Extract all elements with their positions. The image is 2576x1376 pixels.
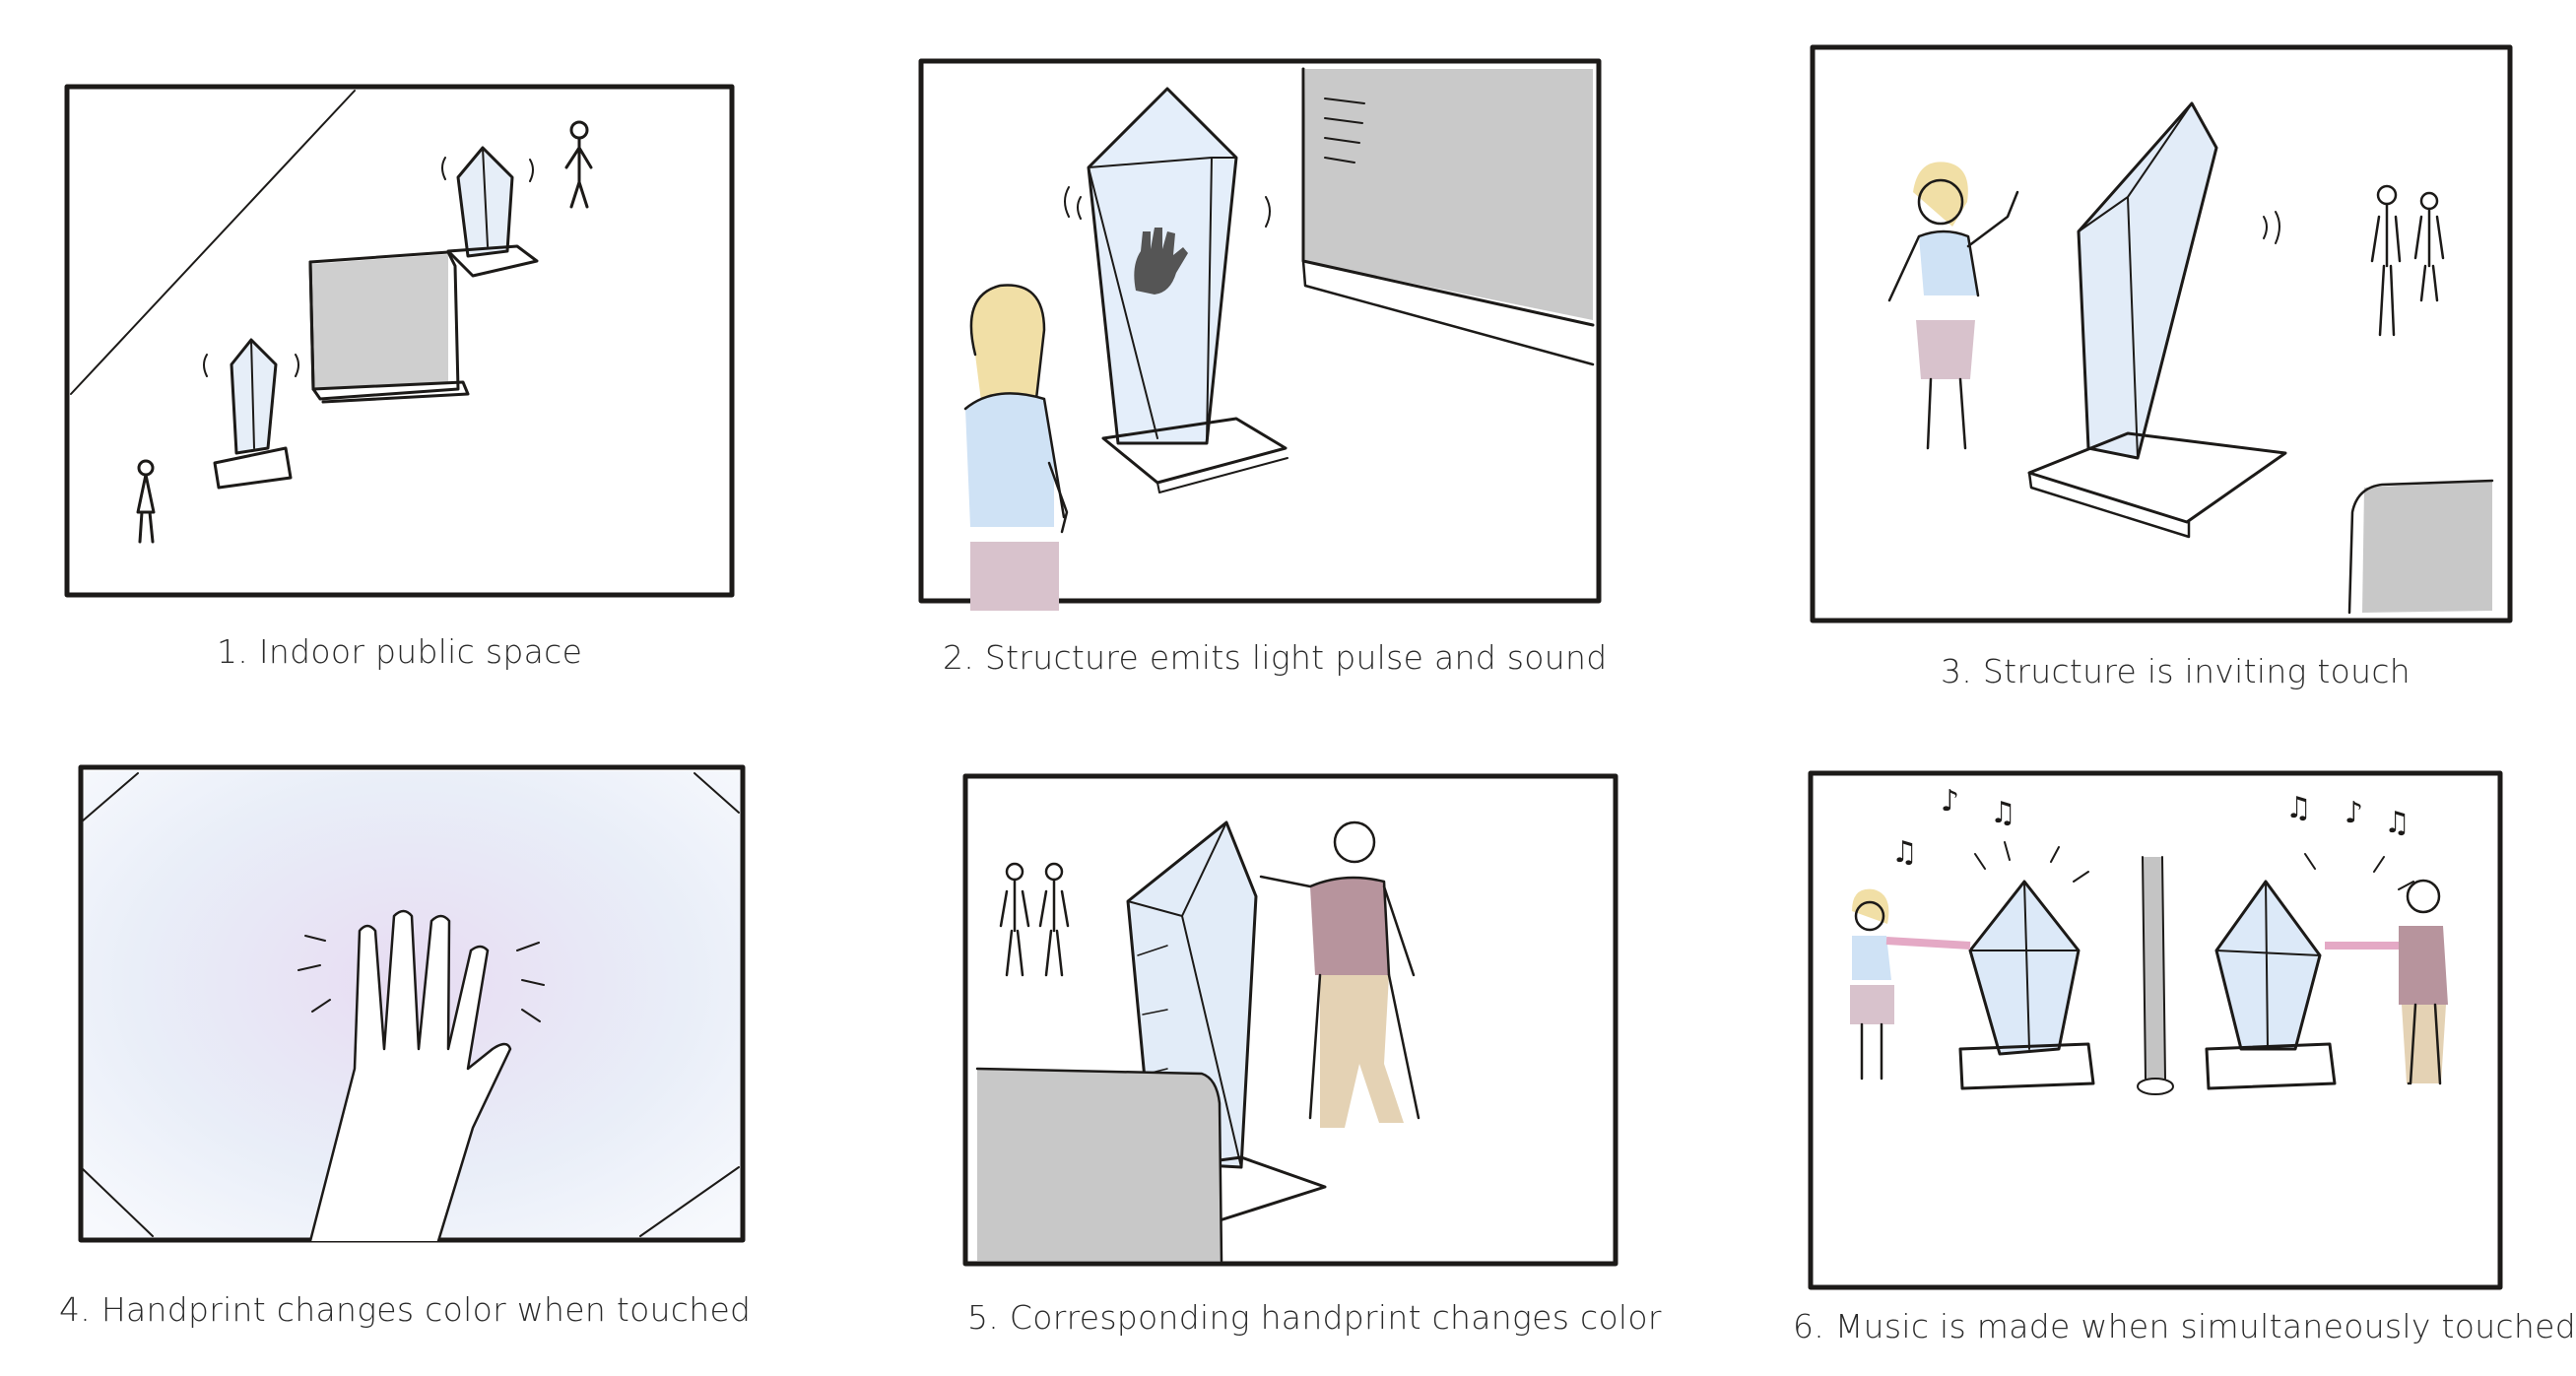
svg-text:♫: ♫ xyxy=(2384,806,2411,840)
woman xyxy=(1887,162,2019,450)
person-near xyxy=(136,459,156,544)
crystal-left xyxy=(1958,880,2095,1090)
storyboard-panel-3: 3. Structure is inviting touch xyxy=(1803,39,2532,690)
panel-6-caption: 6. Music is made when simultaneously tou… xyxy=(1793,1307,2576,1345)
person-far xyxy=(564,120,593,209)
panel-6-drawing: ♫ ♪ ♫ ♫ ♪ ♫ xyxy=(1808,770,2503,1290)
panel-4-drawing xyxy=(78,764,746,1243)
panel-3-caption: 3. Structure is inviting touch xyxy=(1941,652,2411,690)
wall-block xyxy=(310,254,448,389)
panel-5-caption: 5. Corresponding handprint changes color xyxy=(967,1298,1662,1337)
panel-1-drawing xyxy=(64,84,735,598)
woman xyxy=(963,284,1069,611)
panel-2-caption: 2. Structure emits light pulse and sound xyxy=(943,638,1608,677)
hand xyxy=(297,909,545,1243)
crystal xyxy=(1064,87,1288,493)
handprint-icon xyxy=(1134,228,1188,295)
svg-text:♪: ♪ xyxy=(2345,796,2363,830)
storyboard-panel-1: 1. Indoor public space xyxy=(59,69,749,671)
storyboard-panel-5: 5. Corresponding handprint changes color xyxy=(956,758,1661,1349)
music-note-icons: ♫ ♪ ♫ ♫ ♪ ♫ xyxy=(1891,784,2411,870)
storyboard-panel-6: ♫ ♪ ♫ ♫ ♪ ♫ xyxy=(1793,763,2576,1354)
svg-text:♫: ♫ xyxy=(1891,835,1918,870)
wall-block xyxy=(2362,481,2492,613)
panel-3-drawing xyxy=(1810,44,2513,623)
panel-1-caption: 1. Indoor public space xyxy=(217,632,583,671)
panel-5-drawing xyxy=(962,773,1618,1267)
crystal-far xyxy=(441,146,539,278)
wall xyxy=(1303,69,1593,320)
background-people xyxy=(999,862,1070,977)
crystal-near xyxy=(203,338,299,490)
svg-text:♪: ♪ xyxy=(1941,784,1959,819)
crystal-right xyxy=(2205,880,2337,1090)
woman xyxy=(1850,888,1971,1081)
background-people xyxy=(2370,184,2445,337)
panel-4-caption: 4. Handprint changes color when touched xyxy=(59,1290,752,1329)
svg-text:♫: ♫ xyxy=(2285,791,2312,825)
panel-2-drawing xyxy=(918,58,1602,611)
wall-block xyxy=(977,1069,1222,1261)
storyboard-panel-2: 2. Structure emits light pulse and sound xyxy=(911,49,1620,677)
man xyxy=(1259,820,1420,1128)
storyboard-panel-4: 4. Handprint changes color when touched xyxy=(59,754,768,1329)
man xyxy=(2325,879,2448,1085)
pole xyxy=(2143,857,2165,1079)
crystal xyxy=(2027,101,2287,539)
svg-text:♫: ♫ xyxy=(1990,796,2016,830)
